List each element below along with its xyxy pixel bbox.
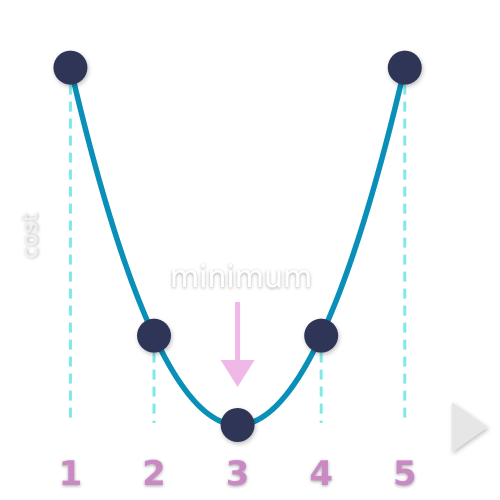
x-tick-label: 5 [393, 454, 417, 494]
data-point [304, 318, 339, 353]
x-tick-labels: 1 2 3 4 5 [59, 454, 417, 494]
x-tick-label: 4 [309, 454, 333, 494]
data-point [137, 318, 172, 353]
minimum-arrow [220, 302, 255, 387]
data-point [53, 50, 88, 85]
droplines [68, 67, 407, 423]
data-point [387, 50, 422, 85]
data-points [53, 50, 422, 442]
x-tick-label: 2 [142, 454, 166, 494]
x-tick-label: 3 [226, 454, 250, 494]
minimum-annotation: minimum [170, 260, 312, 295]
x-tick-label: 1 [59, 454, 83, 494]
arrow-head [220, 360, 255, 387]
data-point [220, 408, 255, 442]
axes [32, 16, 488, 452]
x-axis-arrowhead [452, 402, 488, 452]
y-axis-label: cost [18, 213, 43, 259]
